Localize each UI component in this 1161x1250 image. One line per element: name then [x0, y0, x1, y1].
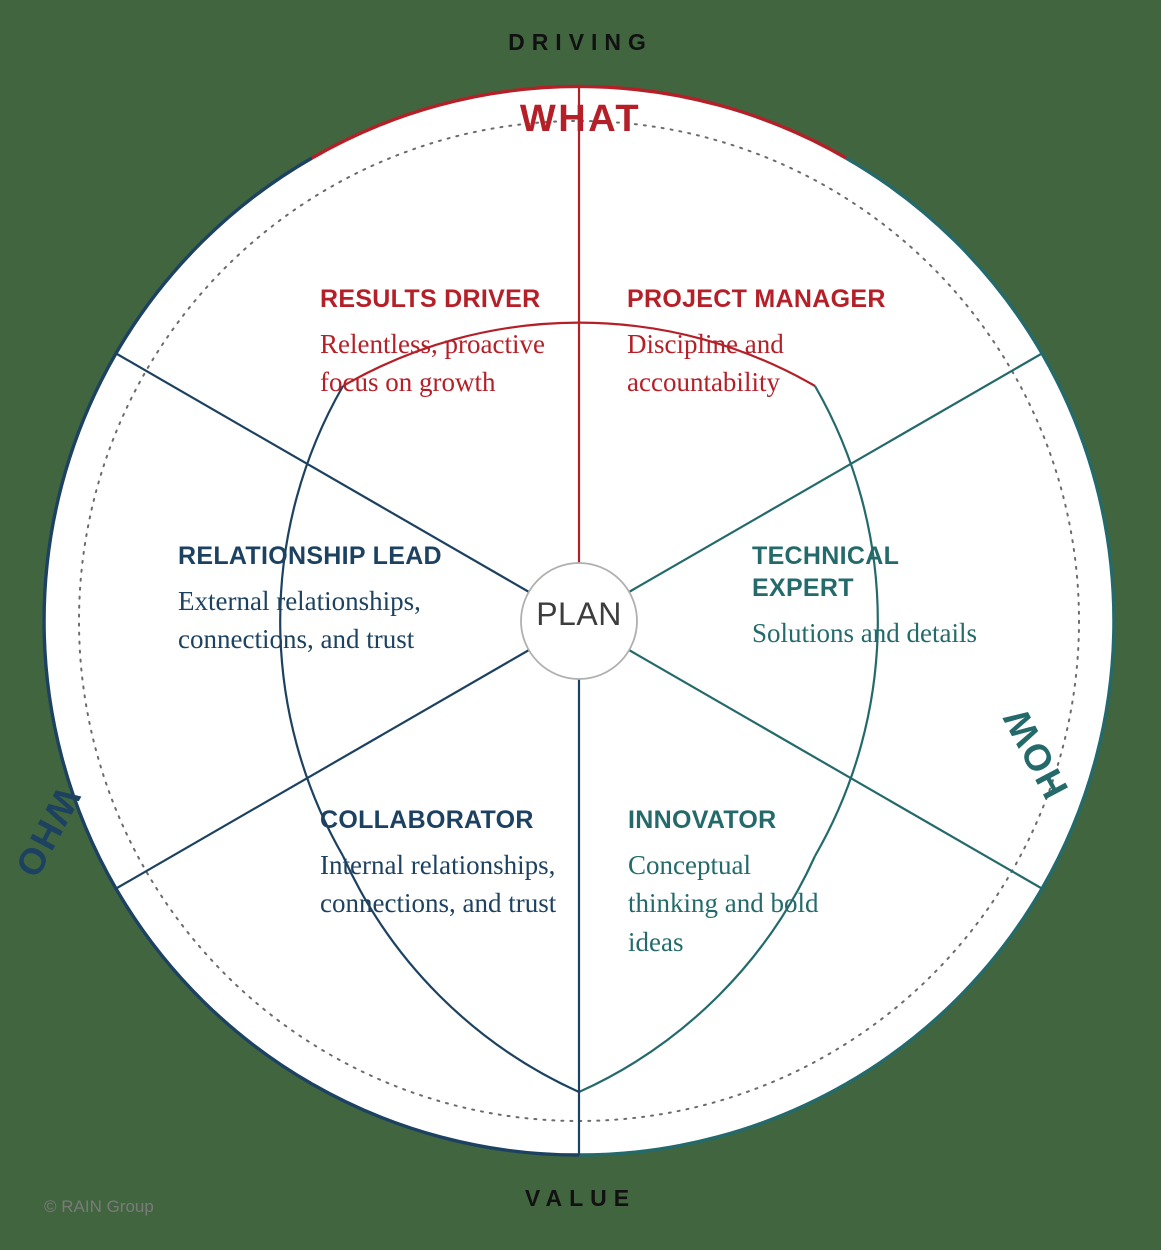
copyright-notice: © RAIN Group	[44, 1197, 154, 1216]
segment-innovator[interactable]: INNOVATOR Conceptual thinking and bold i…	[628, 804, 828, 961]
center-label-plan: PLAN	[536, 596, 622, 632]
segment-technical-expert[interactable]: TECHNICAL EXPERT Solutions and details	[752, 540, 982, 652]
inner-arc-how	[814, 385, 879, 857]
outer-arc-bottom-right	[578, 1082, 847, 1157]
segment-title: INNOVATOR	[628, 806, 777, 834]
outer-arc-how	[845, 156, 1116, 1086]
segment-project-manager[interactable]: PROJECT MANAGER Discipline and accountab…	[627, 283, 907, 402]
outer-arc-who	[42, 156, 313, 1086]
ring-label-what: WHAT	[519, 98, 642, 140]
spoke-lower-right	[628, 649, 1042, 889]
segment-title: TECHNICAL EXPERT	[752, 542, 899, 602]
inner-arc-who	[279, 385, 344, 857]
spoke-upper-left	[116, 353, 530, 593]
segment-collaborator[interactable]: COLLABORATOR Internal relationships, con…	[320, 804, 570, 923]
outer-arc-what	[311, 84, 847, 160]
spoke-lower-left	[116, 649, 530, 889]
segment-title: RELATIONSHIP LEAD	[178, 542, 442, 570]
segment-title: COLLABORATOR	[320, 806, 534, 834]
spoke-upper-right	[628, 353, 1042, 593]
segment-description: External relationships, connections, and…	[178, 586, 421, 655]
outer-arc-bottom-left	[311, 1082, 580, 1157]
inner-arc-bottom-right	[578, 855, 817, 1094]
segment-relationship-lead[interactable]: RELATIONSHIP LEAD External relationships…	[178, 540, 478, 659]
axis-label-driving: DRIVING	[508, 29, 653, 55]
segment-description: Conceptual thinking and bold ideas	[628, 850, 819, 957]
segment-description: Solutions and details	[752, 618, 977, 648]
center-circle	[520, 562, 638, 680]
segment-title: PROJECT MANAGER	[627, 285, 886, 313]
segment-description: Relentless, proactive focus on growth	[320, 329, 545, 398]
segment-title: RESULTS DRIVER	[320, 285, 541, 313]
inner-arc-bottom-left	[341, 855, 580, 1094]
segment-results-driver[interactable]: RESULTS DRIVER Relentless, proactive foc…	[320, 283, 590, 402]
axis-label-value: VALUE	[524, 1185, 637, 1211]
segment-description: Discipline and accountability	[627, 329, 784, 398]
segment-description: Internal relationships, connections, and…	[320, 850, 557, 919]
